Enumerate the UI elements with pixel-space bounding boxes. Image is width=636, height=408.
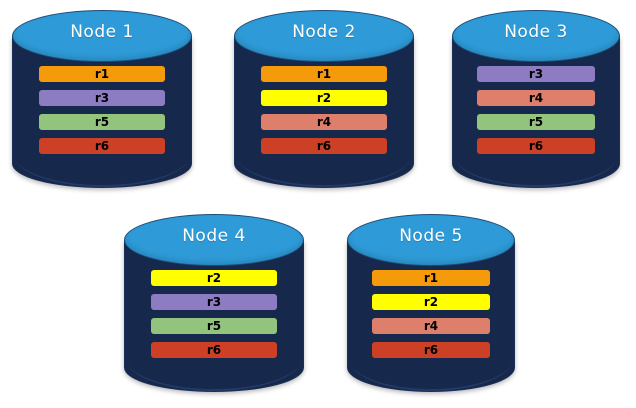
replica-bar-r1[interactable]: r1 xyxy=(372,270,490,286)
cylinder-bottom xyxy=(125,357,303,391)
replica-list: r2 r3 r5 r6 xyxy=(124,270,304,358)
replica-bar-r1[interactable]: r1 xyxy=(39,66,165,82)
replica-bar-r1[interactable]: r1 xyxy=(261,66,387,82)
cylinder-shape xyxy=(347,214,515,392)
cylinder-shape xyxy=(124,214,304,392)
replica-bar-r2[interactable]: r2 xyxy=(261,90,387,106)
cylinder-bottom xyxy=(13,153,191,187)
cylinder-top-ellipse xyxy=(452,10,620,62)
replica-bar-r6[interactable]: r6 xyxy=(372,342,490,358)
cylinder-shape xyxy=(12,10,192,188)
replica-bar-r5[interactable]: r5 xyxy=(39,114,165,130)
replica-bar-r6[interactable]: r6 xyxy=(261,138,387,154)
replica-bar-r3[interactable]: r3 xyxy=(477,66,595,82)
replica-list: r1 r2 r4 r6 xyxy=(234,66,414,154)
cylinder-bottom xyxy=(235,153,413,187)
cylinder-top-ellipse xyxy=(124,214,304,266)
cylinder-top-ellipse xyxy=(234,10,414,62)
replica-list: r1 r3 r5 r6 xyxy=(12,66,192,154)
replica-bar-r3[interactable]: r3 xyxy=(151,294,277,310)
replica-bar-r2[interactable]: r2 xyxy=(372,294,490,310)
replica-bar-r6[interactable]: r6 xyxy=(39,138,165,154)
replica-list: r3 r4 r5 r6 xyxy=(452,66,620,154)
replica-bar-r5[interactable]: r5 xyxy=(477,114,595,130)
replica-bar-r2[interactable]: r2 xyxy=(151,270,277,286)
replica-bar-r4[interactable]: r4 xyxy=(477,90,595,106)
cylinder-shape xyxy=(234,10,414,188)
cylinder-bottom xyxy=(348,357,514,391)
cylinder-body xyxy=(347,240,515,392)
replica-bar-r6[interactable]: r6 xyxy=(151,342,277,358)
cylinder-bottom xyxy=(453,153,619,187)
replica-list: r1 r2 r4 r6 xyxy=(347,270,515,358)
cylinder-top-ellipse xyxy=(12,10,192,62)
cylinder-shape xyxy=(452,10,620,188)
replica-bar-r6[interactable]: r6 xyxy=(477,138,595,154)
cylinder-top-ellipse xyxy=(347,214,515,266)
replica-bar-r5[interactable]: r5 xyxy=(151,318,277,334)
replica-bar-r3[interactable]: r3 xyxy=(39,90,165,106)
replica-bar-r4[interactable]: r4 xyxy=(372,318,490,334)
replica-bar-r4[interactable]: r4 xyxy=(261,114,387,130)
